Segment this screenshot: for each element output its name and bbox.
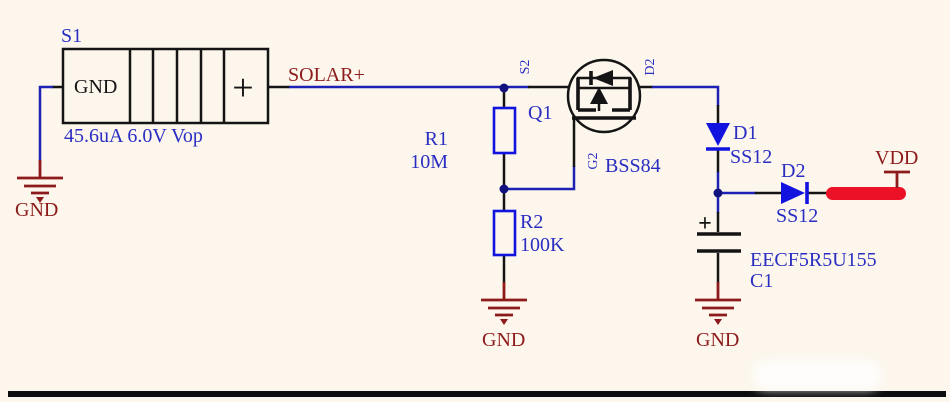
diode-d1-symbol [706, 123, 730, 151]
solar-panel-symbol: + [61, 47, 270, 125]
diode-d2-symbol [781, 182, 809, 204]
solar-designator: S1 [61, 25, 83, 47]
bottom-divider-bar [8, 391, 946, 397]
solar-spec-label: 45.6uA 6.0V Vop [64, 125, 203, 147]
junction-dot-output [713, 188, 723, 198]
mosfet-pin-source-label: S2 [518, 59, 533, 75]
resistor-r2-symbol [492, 209, 517, 257]
junction-dot-solar [499, 83, 509, 93]
c1-part-label: EECF5R5U155 [750, 249, 877, 271]
r2-value: 100K [520, 234, 565, 256]
d2-designator: D2 [781, 160, 806, 182]
wire-gate-divider [502, 88, 576, 300]
r1-designator: R1 [424, 128, 448, 150]
solar-terminal-label: GND [74, 76, 118, 98]
r1-value: 10M [410, 151, 448, 173]
capacitor-c1-symbol: + [697, 211, 741, 253]
mosfet-symbol [566, 58, 642, 134]
mosfet-part-label: BSS84 [605, 155, 661, 177]
net-label-vdd: VDD [875, 147, 919, 169]
wire-solar-negative [38, 85, 63, 178]
solar-plus-sign: + [232, 67, 253, 109]
mosfet-pin-gate-label: G2 [586, 152, 601, 170]
ground-symbol-middle [481, 298, 527, 325]
d1-designator: D1 [733, 122, 758, 144]
substrate-arrow [590, 87, 608, 104]
vdd-power-symbol [826, 170, 910, 200]
ground-symbol-left [17, 176, 63, 203]
body-diode-arrow [593, 70, 613, 86]
r2-designator: R2 [520, 211, 544, 233]
capacitor-plus-sign: + [698, 211, 712, 237]
mosfet-pin-drain-label: D2 [643, 58, 658, 76]
resistor-r1-symbol [492, 106, 517, 155]
d2-part-label: SS12 [776, 205, 819, 227]
watermark-smudge [752, 360, 882, 390]
d1-part-label: SS12 [730, 146, 773, 168]
junction-dot-gate [499, 184, 509, 194]
c1-designator: C1 [750, 270, 774, 292]
net-label-gnd-right: GND [696, 329, 740, 351]
net-label-gnd-middle: GND [482, 329, 526, 351]
mosfet-designator: Q1 [528, 102, 553, 124]
net-label-solar-plus: SOLAR+ [288, 64, 365, 86]
wire-drain-branch [640, 85, 720, 193]
highlighted-net-bar [826, 187, 906, 200]
net-label-gnd-left: GND [15, 199, 59, 221]
ground-symbol-right [695, 298, 741, 325]
